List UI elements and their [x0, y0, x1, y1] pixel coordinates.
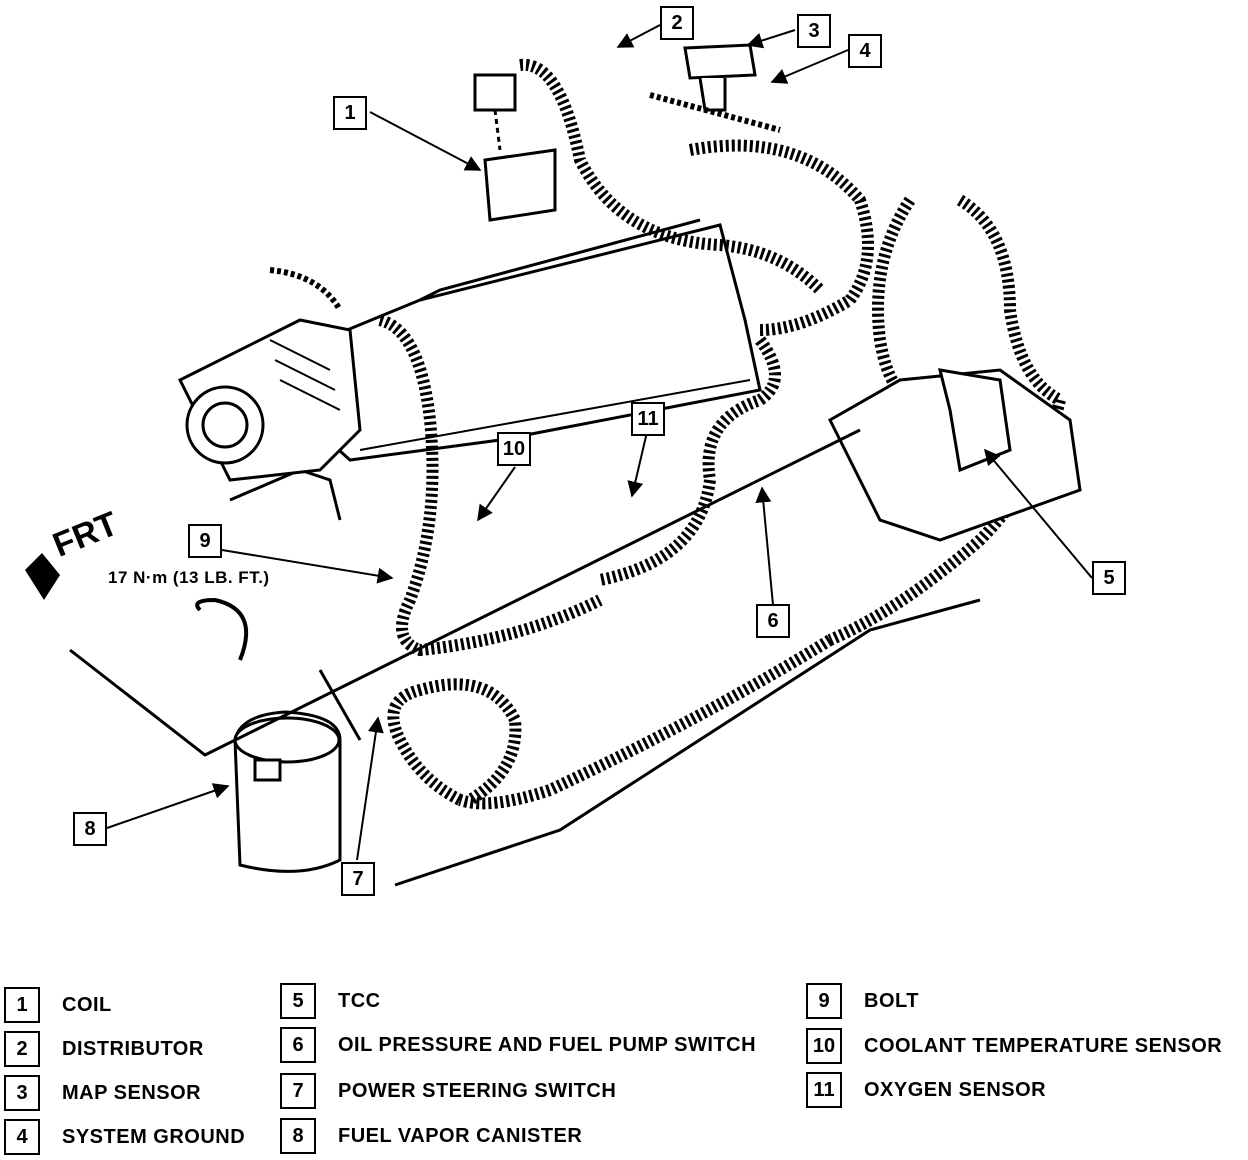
callout-9: 9 [188, 524, 222, 558]
legend-item: 8 FUEL VAPOR CANISTER [280, 1118, 582, 1154]
legend-number: 7 [280, 1073, 316, 1109]
legend-item: 5 TCC [280, 983, 381, 1019]
callout-10: 10 [497, 432, 531, 466]
engine-block [229, 218, 762, 521]
wiring-harness [378, 58, 1066, 810]
legend-item: 9 BOLT [806, 983, 919, 1019]
callout-11: 11 [631, 402, 665, 436]
legend-item: 2 DISTRIBUTOR [4, 1031, 204, 1067]
legend-label: DISTRIBUTOR [62, 1037, 204, 1060]
leader-lines [106, 24, 1093, 861]
map-sensor-part [649, 43, 781, 133]
legend-label: BOLT [864, 989, 919, 1012]
legend-number: 5 [280, 983, 316, 1019]
legend-label: COOLANT TEMPERATURE SENSOR [864, 1034, 1223, 1057]
coil-part [473, 73, 557, 222]
callout-6: 6 [756, 604, 790, 638]
legend-item: 7 POWER STEERING SWITCH [280, 1073, 616, 1109]
legend-number: 1 [4, 987, 40, 1023]
legend-item: 10 COOLANT TEMPERATURE SENSOR [806, 1028, 1222, 1064]
transmission-pan [828, 368, 1082, 542]
legend-number: 4 [4, 1119, 40, 1155]
torque-annotation: 17 N·m (13 LB. FT.) [108, 568, 270, 587]
frame-rails [69, 428, 981, 887]
legend-label: FUEL VAPOR CANISTER [338, 1124, 583, 1147]
legend-item: 4 SYSTEM GROUND [4, 1119, 245, 1155]
callout-4: 4 [848, 34, 882, 68]
callout-2: 2 [660, 6, 694, 40]
legend-number: 2 [4, 1031, 40, 1067]
legend-number: 6 [280, 1027, 316, 1063]
legend-item: 3 MAP SENSOR [4, 1075, 201, 1111]
fuel-vapor-canister-part [195, 597, 342, 873]
legend-item: 6 OIL PRESSURE AND FUEL PUMP SWITCH [280, 1027, 756, 1063]
legend-label: OXYGEN SENSOR [864, 1078, 1047, 1101]
legend-number: 3 [4, 1075, 40, 1111]
front-direction-arrow [25, 553, 60, 600]
legend-label: SYSTEM GROUND [62, 1125, 246, 1148]
callout-5: 5 [1092, 561, 1126, 595]
callout-1: 1 [333, 96, 367, 130]
legend-label: MAP SENSOR [62, 1081, 202, 1104]
callout-3: 3 [797, 14, 831, 48]
legend-number: 9 [806, 983, 842, 1019]
legend-label: OIL PRESSURE AND FUEL PUMP SWITCH [338, 1033, 757, 1056]
legend-item: 1 COIL [4, 987, 112, 1023]
legend-label: POWER STEERING SWITCH [338, 1079, 617, 1102]
legend-number: 10 [806, 1028, 842, 1064]
legend-number: 11 [806, 1072, 842, 1108]
legend-item: 11 OXYGEN SENSOR [806, 1072, 1046, 1108]
callout-8: 8 [73, 812, 107, 846]
legend-number: 8 [280, 1118, 316, 1154]
engine-harness-diagram [25, 24, 1093, 887]
legend-label: TCC [338, 989, 381, 1012]
callout-7: 7 [341, 862, 375, 896]
alternator [177, 267, 362, 482]
legend-label: COIL [62, 993, 112, 1016]
